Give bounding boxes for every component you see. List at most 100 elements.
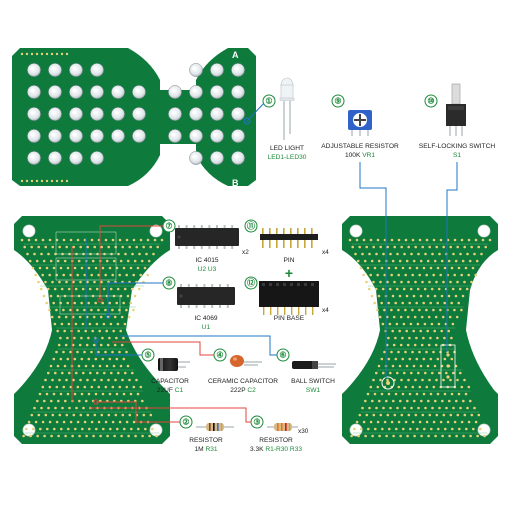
component-number: ⑥	[279, 351, 286, 360]
component-ref: U2 U3	[198, 266, 217, 273]
pin	[277, 307, 279, 315]
pin	[270, 307, 272, 315]
component-name: BALL SWITCH	[291, 378, 335, 385]
ball-switch-icon	[292, 361, 336, 369]
pin-socket-icon	[259, 281, 319, 315]
component-resistor-1m: ② RESISTOR 1M R31	[179, 415, 234, 453]
component-value-ref: 100K VR1	[345, 152, 375, 159]
led-icon	[231, 151, 245, 165]
led-icon	[231, 63, 245, 77]
back-switch-footprint	[440, 344, 456, 388]
component-value: 3.3K	[250, 446, 264, 453]
component-self-locking-switch: ⑩ SELF-LOCKING SWITCH S1	[419, 94, 495, 159]
led-icon	[48, 63, 62, 77]
component-number: ②	[182, 418, 189, 427]
led-icon	[189, 151, 203, 165]
component-ceramic-capacitor: ④ CERAMIC CAPACITOR 222P C2	[208, 348, 278, 394]
component-ref: S1	[453, 152, 461, 159]
led-icon	[90, 151, 104, 165]
component-name: SELF-LOCKING SWITCH	[419, 143, 495, 150]
led-icon	[90, 63, 104, 77]
ceramic-capacitor-icon	[230, 355, 262, 367]
main-board-front	[14, 216, 170, 444]
component-name: RESISTOR	[259, 437, 293, 444]
ic-chip-icon	[175, 225, 239, 249]
mounting-hole	[350, 225, 362, 237]
pin-header-icon	[260, 228, 318, 248]
component-qty: x2	[242, 249, 249, 256]
component-value: 1M	[194, 446, 203, 453]
pin	[298, 307, 300, 315]
led-icon	[48, 129, 62, 143]
mounting-hole	[478, 225, 490, 237]
pin	[263, 307, 265, 315]
led-icon	[111, 85, 125, 99]
component-ref: C1	[175, 387, 184, 394]
led-icon	[48, 85, 62, 99]
component-number: ⑫	[247, 278, 255, 288]
led-icon	[210, 129, 224, 143]
mounting-hole	[150, 225, 162, 237]
component-name: ADJUSTABLE RESISTOR	[321, 143, 399, 150]
led-icon	[90, 85, 104, 99]
component-ball-switch: ⑥ BALL SWITCH SW1	[276, 348, 336, 394]
component-number: ①	[265, 97, 272, 106]
push-switch-icon	[446, 83, 466, 136]
led-icon	[231, 129, 245, 143]
component-pin: ⑪ x4 PIN +	[244, 219, 329, 281]
pin	[305, 307, 307, 315]
led-icon	[48, 107, 62, 121]
component-qty: x4	[322, 249, 329, 256]
component-pin-base: ⑫ x4 PIN BASE	[244, 276, 329, 322]
callout-lines-front	[71, 225, 277, 423]
led-board: A B	[12, 48, 256, 188]
component-value: 222P	[230, 387, 246, 394]
component-qty: x30	[298, 428, 309, 435]
led-icon	[111, 129, 125, 143]
electrolytic-capacitor-icon	[158, 358, 190, 371]
component-ref: SW1	[306, 387, 321, 394]
ic-chip-icon	[177, 284, 235, 308]
component-ref: LED1-LED30	[268, 154, 307, 161]
led-icon	[168, 85, 182, 99]
pin	[284, 307, 286, 315]
led-icon	[27, 63, 41, 77]
led-icon	[210, 107, 224, 121]
led-icon	[27, 107, 41, 121]
component-name: PIN BASE	[274, 315, 305, 322]
component-name: IC 4069	[194, 315, 217, 322]
main-board-back	[342, 216, 498, 444]
pad-row-top	[20, 52, 69, 56]
led-callout	[243, 100, 267, 125]
led-grid	[27, 63, 245, 165]
component-name: CERAMIC CAPACITOR	[208, 378, 278, 385]
component-name: PIN	[284, 257, 295, 264]
led-icon	[231, 107, 245, 121]
led-icon	[132, 107, 146, 121]
led-icon	[189, 107, 203, 121]
led-icon	[90, 129, 104, 143]
led-icon	[189, 85, 203, 99]
component-number: ⑪	[247, 221, 255, 231]
component-capacitor: ⑤ CAPACITOR 22UF C1	[141, 348, 190, 394]
component-ic-4015: ⑦ x2 IC 4015 U2 U3	[162, 219, 249, 273]
component-ref: R31	[205, 446, 217, 453]
led-icon	[69, 107, 83, 121]
component-adjustable-resistor: ⑨ ADJUSTABLE RESISTOR 100K VR1	[321, 94, 399, 159]
component-number: ⑨	[334, 97, 341, 106]
component-number: ③	[253, 418, 260, 427]
led-icon	[210, 151, 224, 165]
component-number: ⑦	[165, 222, 172, 231]
component-number: ⑤	[144, 351, 151, 360]
component-value-ref: 3.3K R1-R30 R33	[250, 446, 302, 453]
pad-matrix	[348, 238, 492, 438]
component-number: ⑩	[427, 97, 434, 106]
component-name: RESISTOR	[189, 437, 223, 444]
led-icon	[69, 85, 83, 99]
led-icon	[90, 107, 104, 121]
component-name: IC 4015	[195, 257, 218, 264]
resistor-icon	[196, 423, 234, 431]
board-mark-b: B	[232, 178, 239, 188]
led-icon	[27, 129, 41, 143]
component-number: ④	[216, 351, 223, 360]
